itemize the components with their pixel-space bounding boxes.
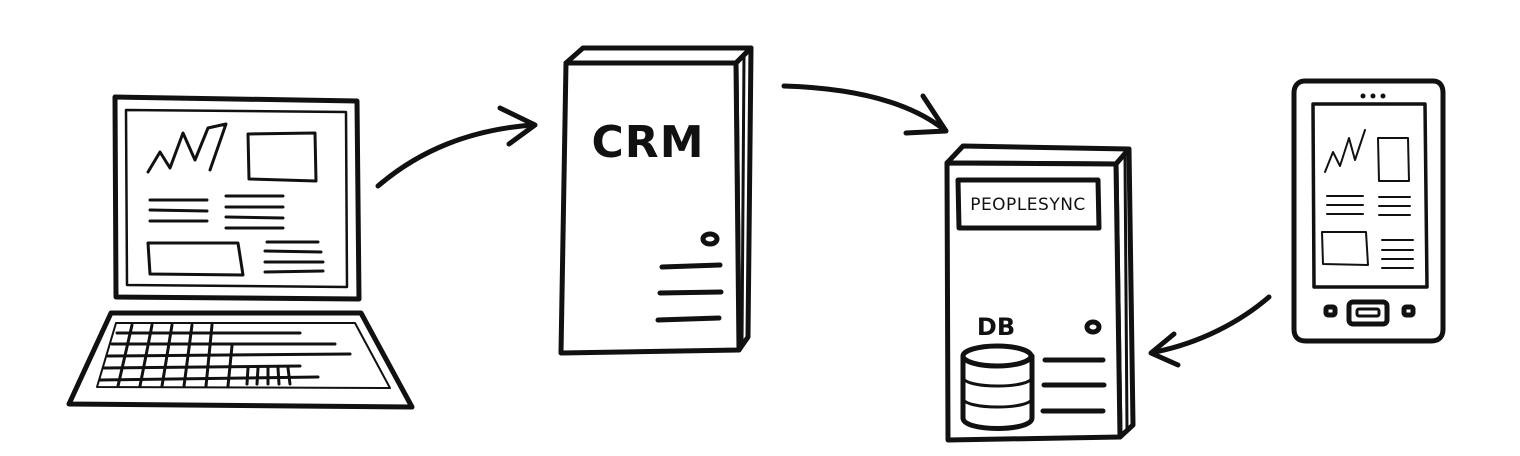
laptop-icon xyxy=(69,97,412,407)
mobile-phone-icon xyxy=(1294,81,1443,341)
arrow-laptop-to-crm xyxy=(378,108,535,186)
crm-label: CRM xyxy=(592,117,705,168)
db-label: DB xyxy=(977,313,1015,341)
server-icon: PEOPLESYNC DB xyxy=(947,146,1133,440)
database-icon xyxy=(963,346,1032,429)
server-icon: CRM xyxy=(561,48,751,353)
arrow-crm-to-peoplesync xyxy=(784,86,946,133)
arrow-mobile-to-peoplesync xyxy=(1151,297,1269,365)
peoplesync-label: PEOPLESYNC xyxy=(970,195,1086,215)
